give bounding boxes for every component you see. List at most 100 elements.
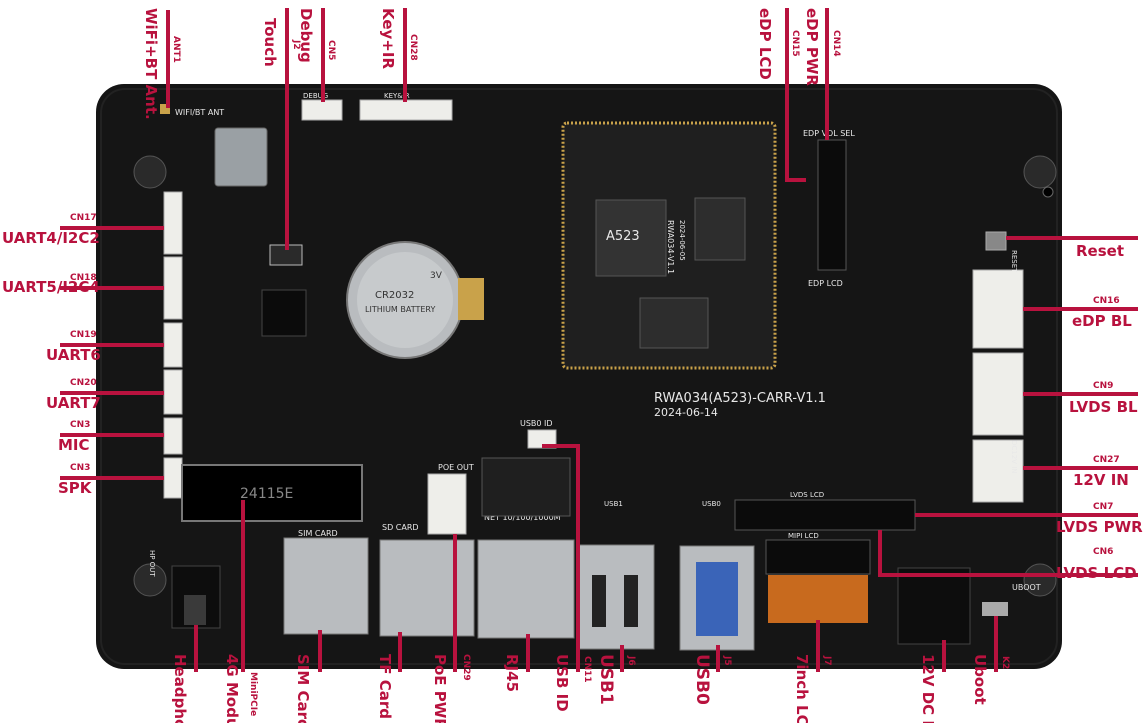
callout-lvds-bl: LVDS BL xyxy=(1069,398,1138,416)
battery-model: CR2032 xyxy=(375,290,414,301)
chip-label: A523 xyxy=(606,229,640,244)
callout-mic: MIC xyxy=(58,436,90,454)
callout-rj45: RJ45 xyxy=(503,654,521,692)
edp-vol-sel-silk: EDP VOL SEL xyxy=(803,129,855,138)
ref-j7: J7 xyxy=(822,655,832,666)
ref-cn11: CN11 xyxy=(582,656,592,683)
right-connectors: RESET DC12V IN xyxy=(972,231,1024,503)
ref-minipcie: MiniPCIe xyxy=(248,672,258,716)
usb1-silk: USB1 xyxy=(604,500,623,508)
dc12v-silk: DC12V IN xyxy=(1010,440,1018,474)
callout-12v-in: 12V IN xyxy=(1073,471,1129,489)
ref-cn15: CN15 xyxy=(790,30,800,57)
mini-pcie-silk: 24115E xyxy=(240,486,293,502)
ref-cn14: CN14 xyxy=(831,30,841,57)
touch-connector xyxy=(261,244,307,337)
line-usb-id xyxy=(542,444,580,672)
ref-cn7: CN7 xyxy=(1093,502,1113,512)
reset-silk: RESET xyxy=(1010,250,1018,273)
callout-uart6: UART6 xyxy=(46,346,101,364)
sd-card-slot: SD CARD xyxy=(379,523,475,637)
ref-j2: J2 xyxy=(291,39,301,50)
ref-j5: J5 xyxy=(722,655,732,666)
usb0-port: USB0 xyxy=(679,500,755,651)
ref-cn27: CN27 xyxy=(1093,455,1120,465)
uboot-button: UBOOT xyxy=(982,583,1041,616)
mipi-lcd-silk: MIPI LCD xyxy=(788,532,819,540)
headphone-jack: HP OUT xyxy=(148,550,221,629)
ref-cn5: CN5 xyxy=(326,40,336,60)
lvds-header: LVDS LCD MIPI LCD xyxy=(734,491,916,623)
poe-out-connector: POE OUT xyxy=(427,463,474,535)
callout-tf: TF Card xyxy=(376,654,394,719)
callout-headphone: Headphone xyxy=(171,654,189,723)
ref-cn17: CN17 xyxy=(70,213,97,223)
callout-usb0: USB0 xyxy=(692,654,712,705)
callout-uart5: UART5/I2C4 xyxy=(2,278,100,296)
som-module: A523 RWA034-V1.1 2024-06-05 xyxy=(561,121,777,370)
mini-pcie-slot: 24115E xyxy=(181,464,363,522)
callout-wifi: WiFi+BT Ant. xyxy=(142,8,160,120)
som-label: RWA034-V1.1 xyxy=(666,220,675,274)
callout-4g: 4G Module xyxy=(223,654,241,723)
battery-voltage: 3V xyxy=(430,271,443,281)
bottom-callouts: Headphone 4G Module MiniPCIe SIM Card TF… xyxy=(171,654,1010,723)
callout-uart4: UART4/I2C2 xyxy=(2,229,100,247)
ref-cn28: CN28 xyxy=(408,34,418,61)
wifi-silk: WIFI/BT ANT xyxy=(175,108,224,117)
callout-sim: SIM Card xyxy=(294,654,312,723)
battery-type: LITHIUM BATTERY xyxy=(365,305,435,314)
callout-reset: Reset xyxy=(1076,242,1124,260)
callout-poe: PoE PWR xyxy=(431,654,449,723)
board-model: RWA034(A523)-CARR-V1.1 xyxy=(654,391,826,406)
debug-silk: DEBUG xyxy=(303,92,328,100)
rj45-connector: NET 10/100/1000M xyxy=(477,457,575,639)
left-callouts: CN17 UART4/I2C2 CN18 UART5/I2C4 CN19 UAR… xyxy=(2,213,101,497)
ref-cn18: CN18 xyxy=(70,273,97,283)
left-connectors xyxy=(163,191,183,499)
callout-edp-lcd: eDP LCD xyxy=(756,8,774,80)
coin-battery: CR2032 LITHIUM BATTERY 3V xyxy=(346,241,484,359)
dc-jack xyxy=(897,567,971,645)
callout-7inch: 7inch LCD xyxy=(793,654,811,723)
wifi-module: WIFI/BT ANT xyxy=(160,104,268,187)
line-lvds-lcd xyxy=(878,530,1138,577)
line-edp-lcd xyxy=(785,8,806,182)
som-date: 2024-06-05 xyxy=(678,220,686,261)
callout-debug: Debug xyxy=(297,8,315,63)
usb1-port: USB1 xyxy=(577,500,655,650)
ref-cn9: CN9 xyxy=(1093,381,1113,391)
hp-out-silk: HP OUT xyxy=(148,550,156,577)
ref-j6: J6 xyxy=(626,655,636,666)
callout-uboot: Uboot xyxy=(971,654,989,705)
callout-spk: SPK xyxy=(58,479,93,497)
usb0-silk: USB0 xyxy=(702,500,721,508)
callout-lvds-pwr: LVDS PWR xyxy=(1056,518,1143,536)
top-callouts: WiFi+BT Ant. ANT1 Touch J2 Debug CN5 Key… xyxy=(142,8,841,120)
ref-cn3-mic: CN3 xyxy=(70,420,90,430)
edp-header: EDP VOL SEL EDP LCD xyxy=(803,129,855,288)
callout-edp-bl: eDP BL xyxy=(1072,312,1132,330)
callout-edp-pwr: eDP PWR xyxy=(803,8,821,86)
sim-card-silk: SIM CARD xyxy=(298,529,338,538)
ref-ant1: ANT1 xyxy=(171,36,181,63)
callout-uart7: UART7 xyxy=(46,394,101,412)
callout-usb-id: USB ID xyxy=(553,654,571,712)
callout-usb1: USB1 xyxy=(596,654,616,705)
ref-cn6: CN6 xyxy=(1093,547,1113,557)
right-callouts: Reset CN16 eDP BL CN9 LVDS BL CN27 12V I… xyxy=(1056,242,1143,582)
callout-key-ir: Key+IR xyxy=(379,8,397,69)
sd-card-silk: SD CARD xyxy=(382,523,419,532)
ref-cn29: CN29 xyxy=(461,654,471,681)
ref-cn3-spk: CN3 xyxy=(70,463,90,473)
callout-lines xyxy=(60,8,1138,672)
callout-12v-dc: 12V DC IN xyxy=(919,654,937,723)
lvds-lcd-silk: LVDS LCD xyxy=(790,491,824,499)
ref-cn20: CN20 xyxy=(70,378,97,388)
key-ir-silk: KEY&IR xyxy=(384,92,410,100)
ref-cn19: CN19 xyxy=(70,330,97,340)
poe-out-silk: POE OUT xyxy=(438,463,474,472)
sim-card-slot: SIM CARD xyxy=(283,529,369,635)
callout-lvds-lcd: LVDS LCD xyxy=(1056,564,1137,582)
